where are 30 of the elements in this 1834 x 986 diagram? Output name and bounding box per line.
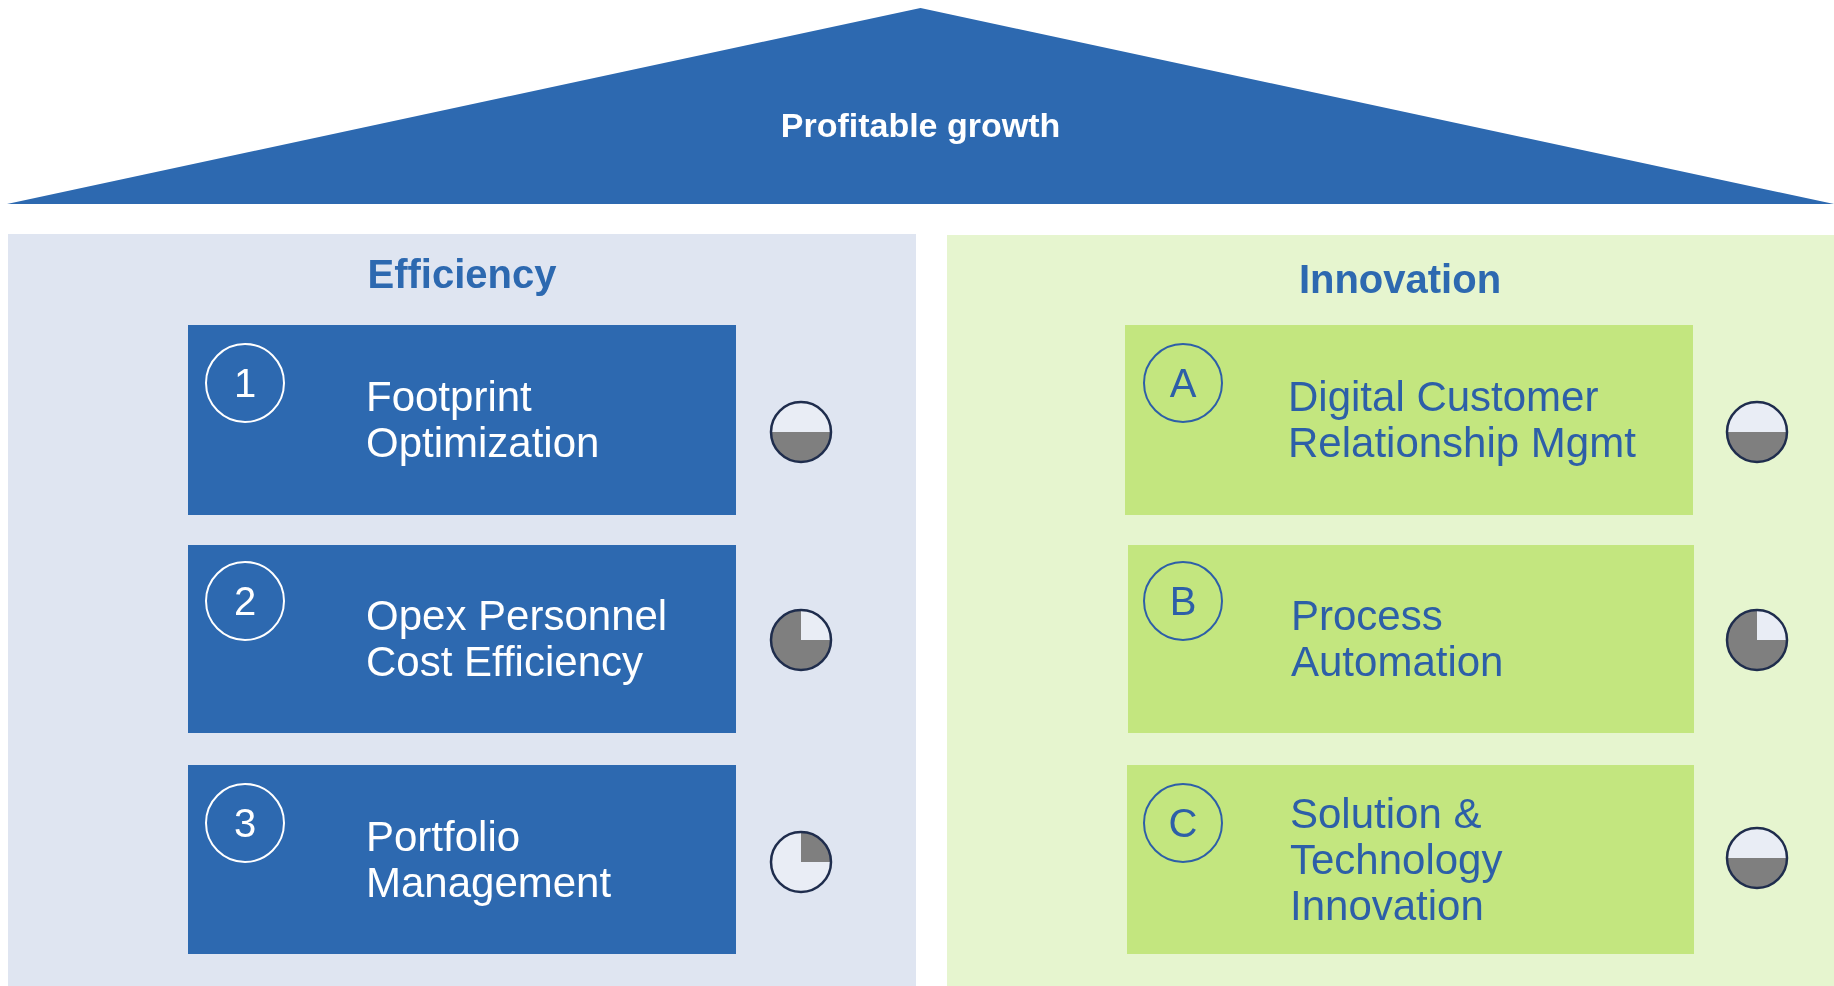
initiative-label: Footprint Optimization	[366, 374, 601, 466]
initiative-box	[1125, 325, 1693, 515]
circle-number: C	[1167, 800, 1199, 846]
roof-triangle	[7, 8, 1834, 204]
circle-number: 3	[232, 800, 258, 846]
initiative-label: Process Automation	[1291, 593, 1505, 685]
number-circle	[1143, 561, 1223, 641]
initiative-label: Opex Personnel Cost Efficiency	[366, 593, 669, 685]
initiative-box	[1127, 765, 1694, 954]
initiative-box	[188, 765, 736, 954]
number-circle	[1143, 783, 1223, 863]
initiative-label: Digital Customer Relationship Mgmt	[1288, 374, 1637, 466]
pillar-panel	[8, 234, 916, 986]
number-circle	[205, 783, 285, 863]
circle-number: 2	[232, 578, 258, 624]
initiative-box	[188, 545, 736, 733]
number-circle	[205, 561, 285, 641]
pillar-title: Efficiency	[366, 252, 558, 297]
pillar-title: Innovation	[1297, 257, 1503, 302]
circle-number: 1	[232, 360, 258, 406]
initiative-box	[188, 325, 736, 515]
initiative-label: Portfolio Management	[366, 813, 613, 906]
initiative-box	[1128, 545, 1694, 733]
number-circle	[1143, 343, 1223, 423]
circle-number: B	[1168, 578, 1198, 624]
circle-number: A	[1168, 360, 1198, 406]
initiative-label: Solution & Technology Innovation	[1290, 790, 1504, 929]
pillar-panel	[947, 235, 1834, 986]
number-circle	[205, 343, 285, 423]
roof-title: Profitable growth	[779, 106, 1062, 145]
